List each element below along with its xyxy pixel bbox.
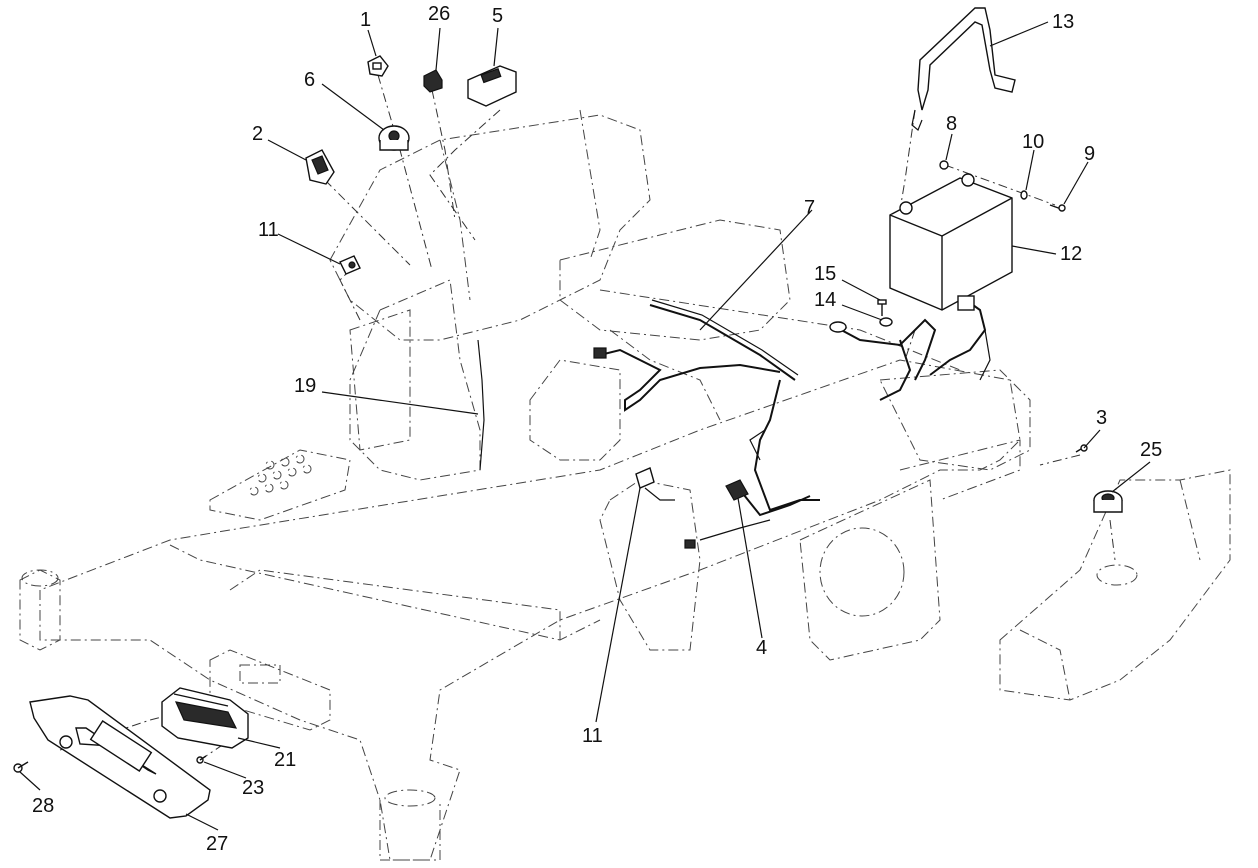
foot-plate-holes [249,454,312,496]
part-12-battery [889,173,1013,311]
callout-28: 28 [32,795,54,817]
part-13-hold-down-rod [911,7,1016,131]
callout-6: 6 [304,69,315,91]
part-26-switch [423,69,443,93]
callout-23: 23 [242,777,264,799]
alignment-lines [59,74,1116,761]
callout-25: 25 [1140,439,1162,461]
callout-5: 5 [492,5,503,27]
callout-27: 27 [206,833,228,855]
callout-12: 12 [1060,243,1082,265]
part-11-connector-lower [635,467,675,501]
callout-3: 3 [1096,407,1107,429]
callout-4: 4 [756,637,767,659]
callout-10: 10 [1022,131,1044,153]
part-27-light-bezel [29,695,211,819]
callout-8: 8 [946,113,957,135]
callout-9: 9 [1084,143,1095,165]
part-25-power-outlet [1093,490,1123,513]
callout-14: 14 [814,289,836,311]
part-9-screw [1049,204,1066,212]
callout-11-upper: 11 [258,219,279,241]
callout-26: 26 [428,3,450,25]
leader-lines [19,21,1151,831]
part-15-bolt [877,299,887,316]
part-2-rocker-switch [305,149,335,185]
callout-1: 1 [360,9,371,31]
part-6-ignition-switch [378,125,410,151]
part-19-cable [477,339,485,471]
part-23-screw [196,755,207,764]
part-7-wire-harness [593,299,912,549]
chassis-frame [19,109,1231,861]
part-10-washer [1020,190,1028,200]
part-1-key [367,55,389,77]
battery-cables [829,295,991,381]
callout-15: 15 [814,263,836,285]
part-5-hour-meter [467,65,517,107]
callout-7: 7 [804,197,815,219]
callout-labels: 1 26 5 6 2 11 13 8 10 9 12 7 15 14 19 3 … [32,3,1162,855]
callout-11-lower: 11 [582,725,603,747]
part-14-washer [879,317,893,327]
part-21-work-light [161,687,249,749]
callout-21: 21 [274,749,296,771]
part-4-connector [725,479,749,501]
callout-13: 13 [1052,11,1074,33]
part-8-bolt [939,160,949,170]
part-11-connector-upper [339,255,361,275]
part-28-screw [13,761,29,773]
callout-2: 2 [252,123,263,145]
callout-19: 19 [294,375,316,397]
